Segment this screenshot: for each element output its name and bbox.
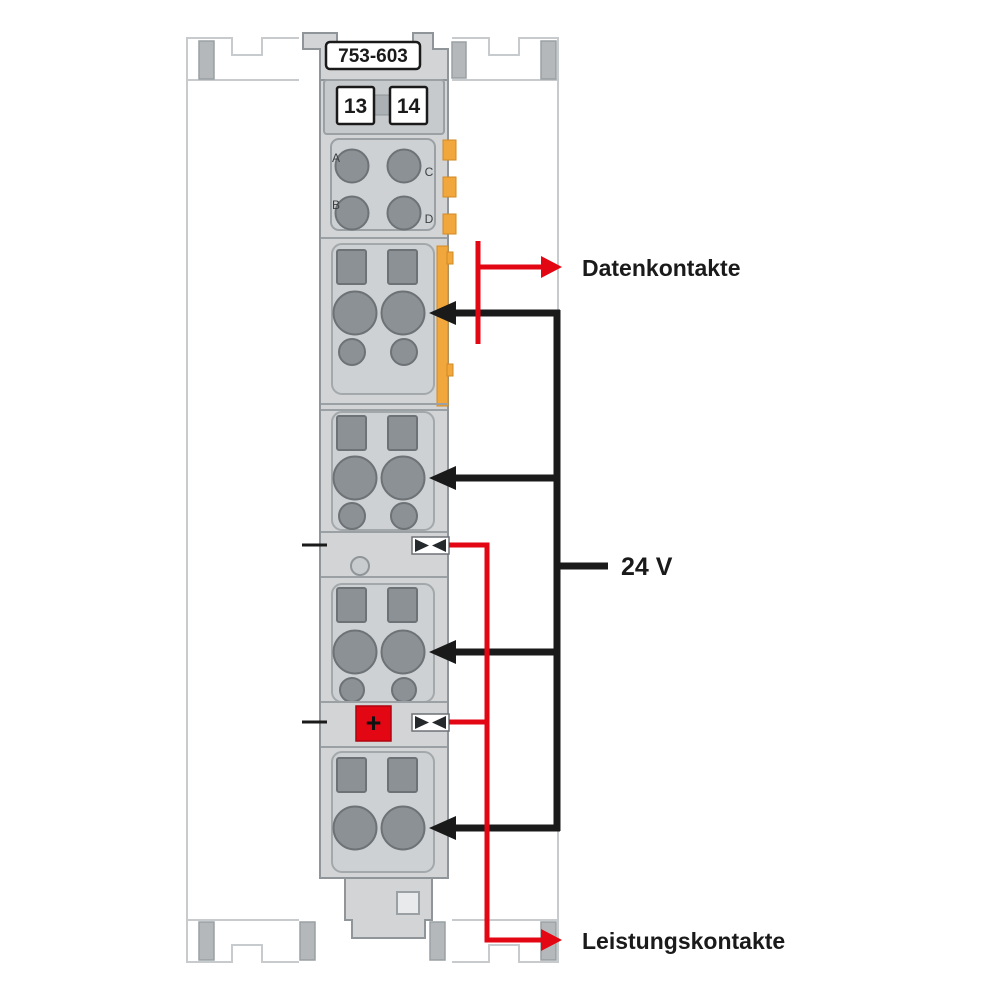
power-jumper-row-1: [302, 536, 450, 576]
black-arrowhead-left-icon: [429, 466, 456, 490]
data-contact-circle: [386, 148, 422, 184]
clamp-square: [336, 587, 367, 623]
module-label-plate: [324, 40, 422, 71]
module-foot: [344, 877, 433, 939]
label-datenkontakte: Datenkontakte: [582, 255, 740, 281]
jumper-bowtie-left: [415, 539, 429, 552]
clamp-circle-large: [332, 805, 378, 851]
data-contact-section: A B C D: [330, 138, 436, 231]
latch-tab: [540, 40, 557, 80]
terminal-box-13: [335, 85, 376, 126]
plus-square: [355, 705, 392, 742]
clamp-section-1: [331, 243, 435, 395]
module-code: 753-603: [338, 46, 408, 67]
latch-tab: [451, 41, 467, 79]
terminal-box-14: [388, 85, 429, 126]
clamp-square: [336, 415, 367, 451]
data-contact-circle: [334, 148, 370, 184]
clamp-circle-large: [380, 629, 426, 675]
io-module: 753-603 13 14 A B C D: [302, 32, 457, 939]
black-annotation-24v: [429, 301, 608, 840]
contact-letter-d: D: [425, 212, 434, 226]
clamp-section-4: [331, 751, 435, 873]
data-contact-circle: [386, 195, 422, 231]
clamp-square: [387, 757, 418, 793]
clamp-circle-large: [332, 290, 378, 336]
clamp-circle-small: [390, 338, 418, 366]
jumper-bowtie-left: [415, 716, 429, 729]
segment-dividers: [321, 237, 447, 748]
clamp-square: [387, 249, 418, 285]
orange-contact-tab: [442, 213, 457, 235]
red-power-path: [449, 542, 544, 943]
clamp-circle-small: [390, 502, 418, 530]
left-neighbor-outline: [186, 37, 299, 963]
clamp-square: [336, 757, 367, 793]
orange-contact-tab: [442, 176, 457, 198]
orange-data-contacts: [436, 139, 457, 407]
clamp-circle-small: [391, 677, 417, 703]
jumper-hole: [350, 556, 370, 576]
orange-contact-tab: [442, 139, 457, 161]
orange-contact-strip: [436, 245, 449, 407]
contact-letter-a: A: [332, 151, 340, 165]
clamp-section-2: [331, 411, 435, 531]
clamp-circle-large: [380, 290, 426, 336]
clamp-square: [387, 587, 418, 623]
clamp-section-3: [331, 583, 435, 703]
clamp-circle-large: [380, 455, 426, 501]
clamp-circle-large: [380, 805, 426, 851]
latch-tab: [299, 921, 316, 961]
latch-tab: [198, 921, 215, 961]
contact-letter-b: B: [332, 198, 340, 212]
label-24v: 24 V: [621, 553, 673, 581]
terminal-number-14: 14: [397, 95, 421, 118]
latch-tab: [429, 921, 446, 961]
terminal-plate-connector: [373, 94, 391, 116]
foot-inner-square: [396, 891, 420, 915]
label-leistungskontakte: Leistungskontakte: [582, 928, 785, 954]
terminal-number-13: 13: [344, 95, 367, 118]
clamp-circle-small: [338, 338, 366, 366]
red-annotation-data-contacts: [475, 241, 562, 344]
jumper-bowtie-right: [432, 539, 446, 552]
clamp-square: [336, 249, 367, 285]
clamp-circle-small: [339, 677, 365, 703]
latch-tab: [198, 40, 215, 80]
data-contact-circle: [334, 195, 370, 231]
right-neighbor-outline: [452, 37, 559, 963]
orange-contact-tooth: [446, 251, 454, 265]
clamp-circle-small: [338, 502, 366, 530]
contact-letter-c: C: [425, 165, 434, 179]
plus-sign: +: [366, 708, 382, 738]
black-arrowhead-left-icon: [429, 640, 456, 664]
black-arrowhead-left-icon: [429, 816, 456, 840]
clamp-square: [387, 415, 418, 451]
power-jumper-row-2: +: [302, 705, 450, 742]
red-arrowhead-right-icon: [541, 256, 562, 278]
black-arrowhead-left-icon: [429, 301, 456, 325]
red-annotation-power-contacts: [449, 542, 562, 951]
clamp-circle-large: [332, 629, 378, 675]
clamp-circle-large: [332, 455, 378, 501]
orange-contact-tooth: [446, 363, 454, 377]
red-arrowhead-right-icon: [541, 929, 562, 951]
jumper-bowtie-right: [432, 716, 446, 729]
